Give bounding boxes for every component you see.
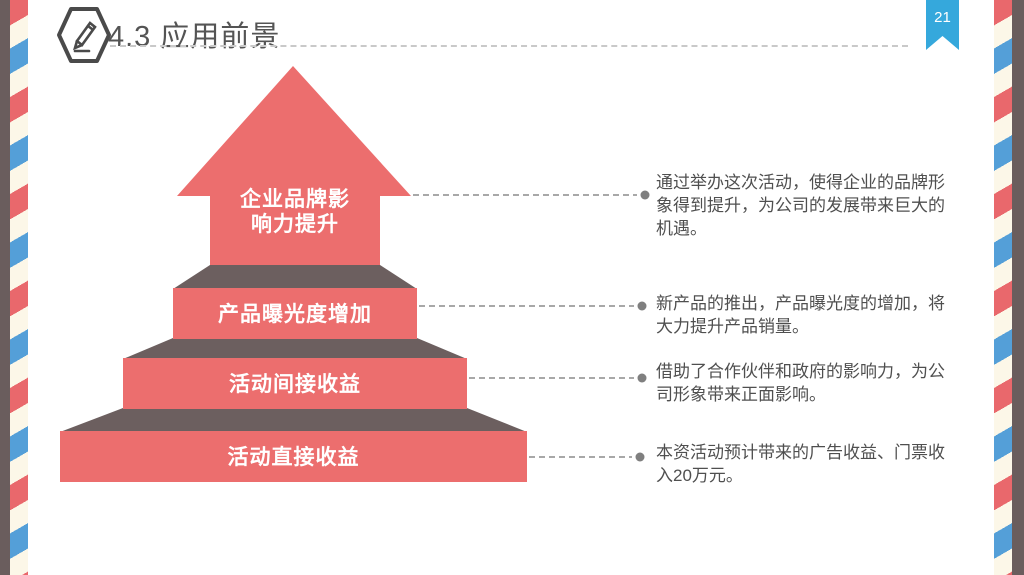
connector-dot-2 xyxy=(637,301,647,311)
pencil-hexagon-icon xyxy=(57,7,111,63)
tier2-label: 产品曝光度增加 xyxy=(218,302,372,326)
left-dark-edge xyxy=(0,0,10,575)
right-dark-edge xyxy=(1012,0,1024,575)
tier4-label: 活动直接收益 xyxy=(227,445,360,469)
tier4-block xyxy=(60,431,527,482)
pencil-glyph xyxy=(72,21,97,53)
tier4-description: 本资活动预计带来的广告收益、门票收入20万元。 xyxy=(656,443,945,485)
tier2-description: 新产品的推出，产品曝光度的增加，将大力提升产品销量。 xyxy=(656,294,945,336)
left-airmail-stripe-border xyxy=(10,0,28,575)
tier2-block xyxy=(173,288,417,339)
trapezoid-shadow-2 xyxy=(123,338,467,359)
trapezoid-shadow-1 xyxy=(173,265,417,289)
connector-dot-4 xyxy=(635,452,645,462)
hexagon-outline xyxy=(57,7,111,63)
right-airmail-stripe-border xyxy=(994,0,1012,575)
connector-lines xyxy=(413,194,637,458)
tier1-label: 企业品牌影 响力提升 xyxy=(195,184,395,240)
page-title: 4.3 应用前景 xyxy=(108,21,281,53)
connector-dot-3 xyxy=(637,373,647,383)
trapezoid-shadow-3 xyxy=(60,408,527,432)
tier3-label: 活动间接收益 xyxy=(229,372,361,396)
tier1-label-line2: 响力提升 xyxy=(251,213,339,236)
tier3-block xyxy=(123,358,467,409)
title-dashed-underline xyxy=(110,45,908,47)
connector-dots xyxy=(635,190,650,462)
arrow-shape-tier1 xyxy=(177,66,411,266)
tier3-description: 借助了合作伙伴和政府的影响力，为公司形象带来正面影响。 xyxy=(656,362,945,404)
tier1-description: 通过举办这次活动，使得企业的品牌形象得到提升，为公司的发展带来巨大的机遇。 xyxy=(656,173,945,238)
tier1-label-line1: 企业品牌影 xyxy=(240,188,350,211)
connector-dot-1 xyxy=(640,190,650,200)
